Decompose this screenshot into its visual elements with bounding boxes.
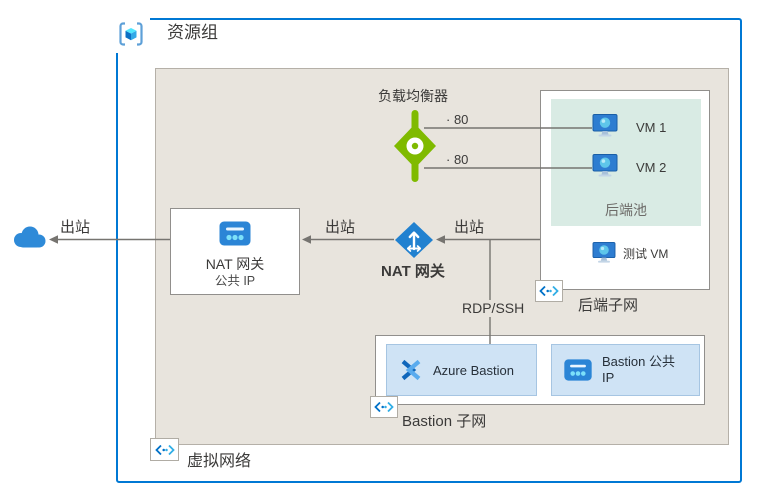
load-balancer-icon xyxy=(391,108,439,184)
vm2-port-label: · 80 xyxy=(446,152,469,167)
vm1-port-label: · 80 xyxy=(446,112,469,127)
vm2-label: VM 2 xyxy=(636,160,667,175)
nat-box-title: NAT 网关 xyxy=(205,256,265,272)
vm1-label: VM 1 xyxy=(636,120,667,135)
backend-pool-label: 后端池 xyxy=(605,202,647,218)
outbound-label-nat-box: 出站 xyxy=(325,219,356,236)
test-vm-label: 测试 VM xyxy=(623,247,669,261)
cloud-icon xyxy=(8,223,50,253)
backend-subnet-label: 后端子网 xyxy=(578,297,639,314)
vm1-icon xyxy=(592,114,618,138)
test-vm-icon xyxy=(592,242,616,264)
azure-bastion-tile: Azure Bastion xyxy=(386,344,537,396)
outbound-label-nat-node: 出站 xyxy=(454,219,485,236)
backend-subnet-icon xyxy=(535,280,563,302)
outbound-label-internet: 出站 xyxy=(60,219,91,236)
nat-gateway-label: NAT 网关 xyxy=(381,263,445,280)
bastion-subnet-icon xyxy=(370,396,398,418)
vm2-icon xyxy=(592,154,618,178)
virtual-network-label: 虚拟网络 xyxy=(187,453,252,470)
bastion-public-ip-label: Bastion 公共 IP xyxy=(602,353,675,385)
rdp-ssh-label: RDP/SSH xyxy=(459,300,528,317)
load-balancer-label: 负载均衡器 xyxy=(378,88,448,104)
resource-group-label: 资源组 xyxy=(167,23,218,42)
azure-bastion-label: Azure Bastion xyxy=(433,362,514,378)
nat-public-ip-icon xyxy=(218,219,252,247)
backend-pool-box xyxy=(551,99,701,226)
nat-box-subtitle: 公共 IP xyxy=(214,274,256,288)
azure-bastion-icon xyxy=(398,358,424,382)
nat-gateway-icon xyxy=(394,221,434,259)
bastion-subnet-label: Bastion 子网 xyxy=(402,413,487,430)
bastion-public-ip-tile: Bastion 公共 IP xyxy=(551,344,700,396)
resource-group-icon xyxy=(112,15,150,53)
virtual-network-icon xyxy=(150,438,179,461)
bastion-public-ip-icon xyxy=(563,358,593,382)
